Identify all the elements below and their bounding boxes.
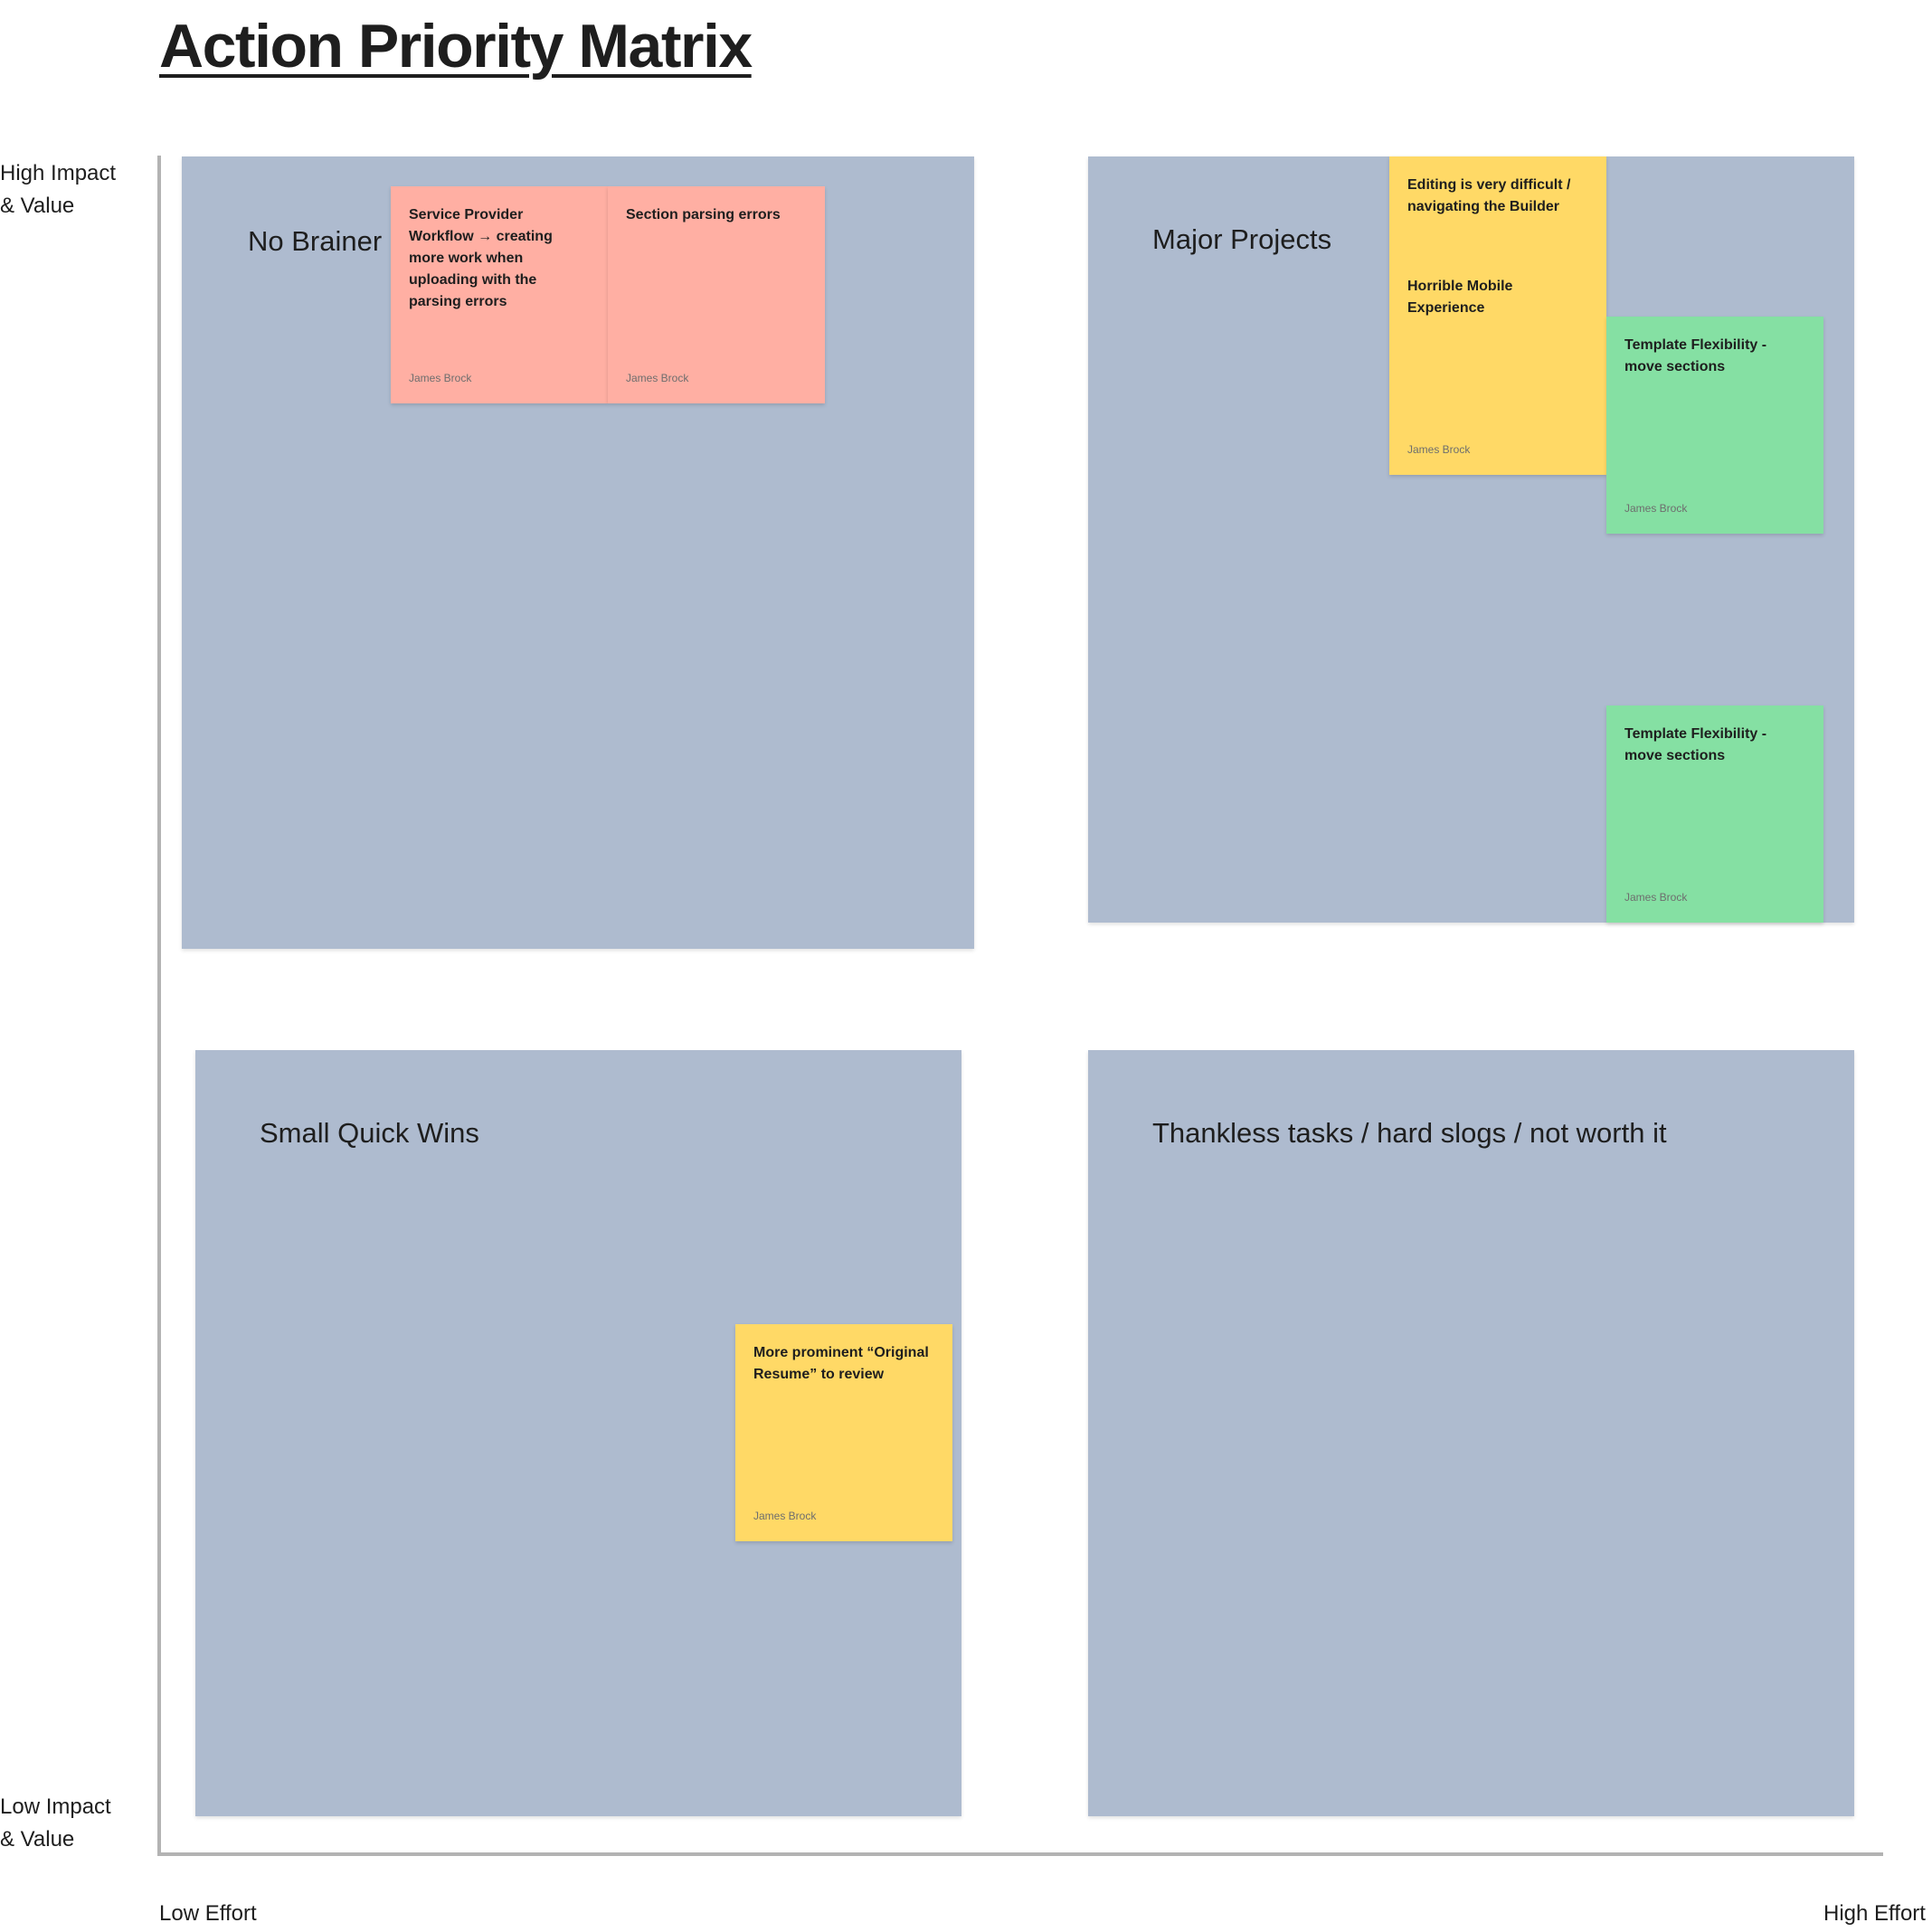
x-axis-low-label: Low Effort (159, 1901, 257, 1926)
x-axis-line (157, 1852, 1883, 1856)
quadrant-title: No Brainer (248, 225, 383, 257)
sticky-note-text-horrible-mobile: Horrible Mobile Experience (1407, 279, 1513, 316)
quadrant-title: Small Quick Wins (260, 1117, 479, 1149)
sticky-note-text: More prominent “Original Resume” to revi… (753, 1345, 929, 1382)
sticky-note-text: Editing is very difficult / navigating t… (1407, 177, 1571, 214)
y-axis-low-label: Low Impact & Value (0, 1795, 111, 1852)
sticky-note-author: James Brock (626, 372, 689, 384)
sticky-note-service-provider[interactable]: Service Provider Workflow → creating mor… (391, 186, 608, 403)
quadrant-title: Major Projects (1152, 223, 1332, 255)
y-axis-line (157, 156, 161, 1856)
page-title: Action Priority Matrix (159, 12, 753, 80)
sticky-note-author: James Brock (1624, 502, 1688, 515)
sticky-note-template-flexibility[interactable]: Template Flexibility - move sections Jam… (1606, 317, 1823, 534)
sticky-note-text: Service Provider Workflow → creating mor… (409, 207, 553, 309)
y-axis-high-label: High Impact & Value (0, 161, 117, 218)
sticky-note-text: Section parsing errors (626, 207, 781, 223)
quadrant-thankless-tasks[interactable]: Thankless tasks / hard slogs / not worth… (1088, 1050, 1854, 1816)
sticky-note-author: James Brock (753, 1510, 817, 1522)
sticky-note-author: James Brock (409, 372, 472, 384)
sticky-note-section-parsing[interactable]: Section parsing errors James Brock (608, 186, 825, 403)
sticky-note-author: James Brock (1407, 443, 1471, 456)
sticky-note-text: Template Flexibility - move sections (1624, 726, 1767, 763)
x-axis-high-label: High Effort (1823, 1901, 1926, 1926)
quadrant-title: Thankless tasks / hard slogs / not worth… (1152, 1117, 1667, 1149)
sticky-note-original-resume[interactable]: More prominent “Original Resume” to revi… (735, 1324, 952, 1541)
sticky-note-editing-stack[interactable]: Editing is very difficult / navigating t… (1389, 156, 1606, 475)
sticky-note-text: Template Flexibility - move sections (1624, 337, 1767, 374)
sticky-note-author: James Brock (1624, 891, 1688, 904)
sticky-note-template-flexibility[interactable]: Template Flexibility - move sections Jam… (1606, 706, 1823, 923)
